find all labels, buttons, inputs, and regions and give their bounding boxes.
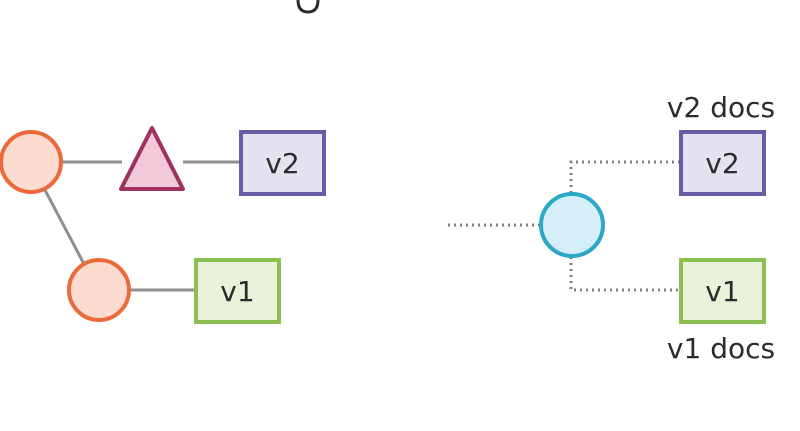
right-diagram: v2 docs v2 v1 v1 docs [448,91,775,365]
router-node [539,192,605,258]
right-v1-box-label: v1 [705,275,739,308]
dotted-edge-to-v1 [569,257,681,292]
right-v2-box-label: v2 [705,147,739,180]
left-v1-box [194,258,281,324]
orange-node-top [0,130,63,194]
triangle-node [119,126,185,191]
right-v1-box [679,258,766,324]
v2-docs-caption: v2 docs [667,91,775,124]
left-v1-box-label: v1 [220,275,254,308]
right-v2-box [679,130,766,196]
cropped-top-glyph [296,0,320,14]
dotted-edge-to-v2 [569,160,681,193]
v1-docs-caption: v1 docs [667,332,775,365]
orange-node-bottom [67,258,131,322]
edge-node-a-node-b [43,189,86,265]
left-v2-box-label: v2 [265,147,299,180]
left-v2-box [239,130,326,196]
left-diagram: v2 v1 [0,126,326,324]
